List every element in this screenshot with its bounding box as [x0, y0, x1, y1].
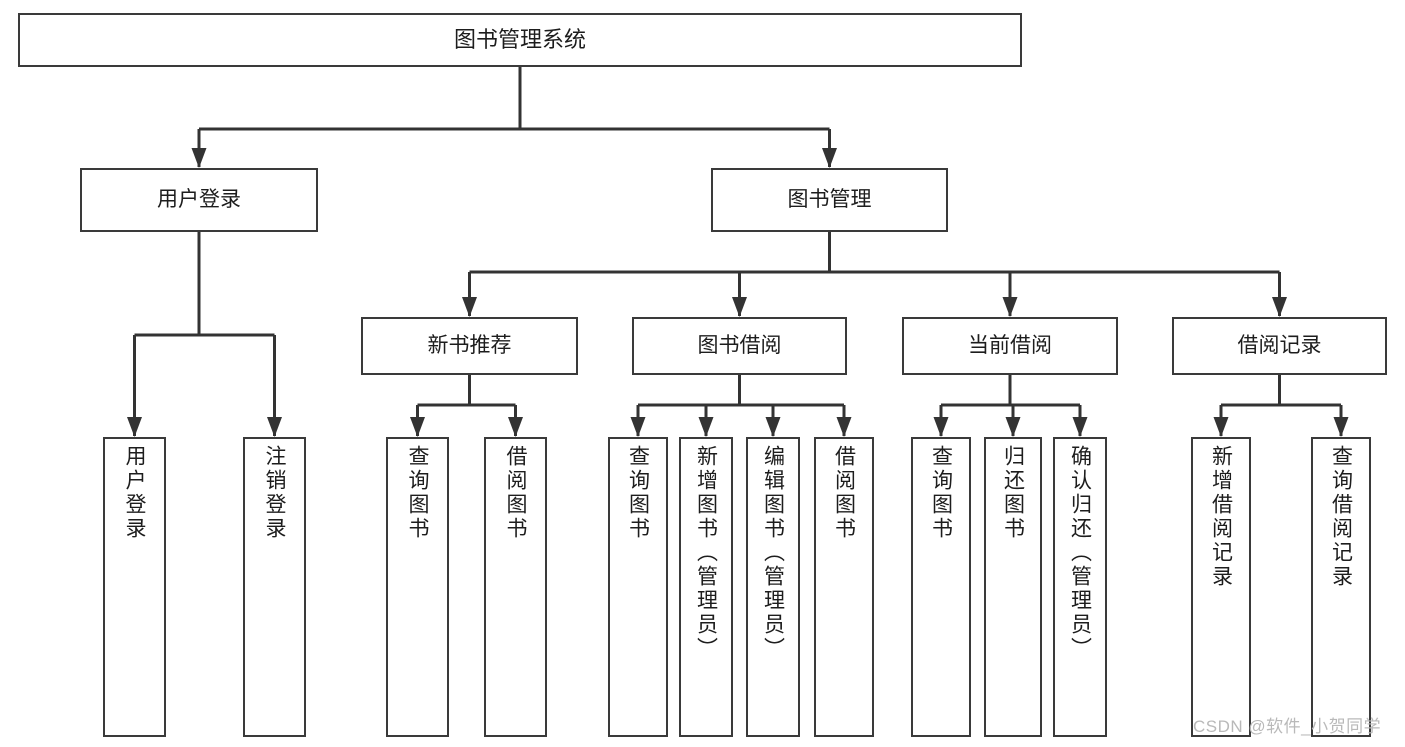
node-label: 借阅记录 [1237, 333, 1322, 357]
arrow-head-icon [410, 417, 425, 437]
node-label: 编辑图书（管理员） [761, 445, 785, 661]
arrow-head-icon [1005, 417, 1021, 437]
node-label: 注销登录 [263, 445, 286, 541]
node-label: 图书借阅 [697, 333, 782, 357]
node-label: 归还图书 [1001, 445, 1025, 541]
arrow-head-icon [1272, 297, 1287, 317]
node-label: 查询图书 [406, 445, 429, 541]
arrow-head-icon [630, 417, 646, 437]
node-label: 查询图书 [929, 445, 953, 541]
node-label: 借阅图书 [504, 445, 527, 541]
node-leaf-c-2: 编辑图书（管理员） [746, 437, 800, 737]
arrow-head-icon [462, 297, 477, 317]
arrow-head-icon [1072, 417, 1088, 437]
node-leaf-a-0: 用户登录 [103, 437, 166, 737]
node-leaf-a-1: 注销登录 [243, 437, 306, 737]
node-leaf-b-0: 查询图书 [386, 437, 449, 737]
node-label: 用户登录 [157, 187, 241, 211]
node-root: 图书管理系统 [18, 13, 1022, 67]
node-leaf-c-3: 借阅图书 [814, 437, 874, 737]
arrow-head-icon [765, 417, 781, 437]
arrow-head-icon [1213, 417, 1229, 437]
arrow-head-icon [267, 417, 282, 437]
node-label: 图书管理 [787, 187, 872, 211]
node-label: 新增借阅记录 [1209, 445, 1233, 589]
node-label: 确认归还（管理员） [1068, 445, 1092, 661]
arrow-head-icon [1002, 297, 1018, 317]
node-l3-1: 图书借阅 [632, 317, 847, 375]
arrow-head-icon [191, 148, 207, 168]
node-l3-3: 借阅记录 [1172, 317, 1387, 375]
node-label: 借阅图书 [832, 445, 856, 541]
node-label: 查询图书 [626, 445, 650, 541]
node-label: 当前借阅 [968, 333, 1052, 357]
arrow-head-icon [698, 417, 714, 437]
node-l2-0: 用户登录 [80, 168, 318, 232]
node-leaf-d-1: 归还图书 [984, 437, 1042, 737]
node-leaf-e-1: 查询借阅记录 [1311, 437, 1371, 737]
node-leaf-c-0: 查询图书 [608, 437, 668, 737]
node-label: 图书管理系统 [453, 27, 586, 53]
node-leaf-e-0: 新增借阅记录 [1191, 437, 1251, 737]
arrow-head-icon [1333, 417, 1349, 437]
node-leaf-b-1: 借阅图书 [484, 437, 547, 737]
node-l3-0: 新书推荐 [361, 317, 578, 375]
arrow-head-icon [836, 417, 852, 437]
node-label: 查询借阅记录 [1329, 445, 1353, 589]
arrow-head-icon [933, 417, 949, 437]
arrow-head-icon [822, 148, 837, 168]
node-leaf-d-0: 查询图书 [911, 437, 971, 737]
node-l2-1: 图书管理 [711, 168, 948, 232]
node-leaf-d-2: 确认归还（管理员） [1053, 437, 1107, 737]
node-leaf-c-1: 新增图书（管理员） [679, 437, 733, 737]
node-label: 用户登录 [123, 445, 146, 541]
node-label: 新增图书（管理员） [694, 445, 718, 661]
arrow-head-icon [127, 417, 142, 437]
arrow-head-icon [732, 297, 747, 317]
arrow-head-icon [508, 417, 523, 437]
node-label: 新书推荐 [427, 333, 512, 357]
node-l3-2: 当前借阅 [902, 317, 1118, 375]
